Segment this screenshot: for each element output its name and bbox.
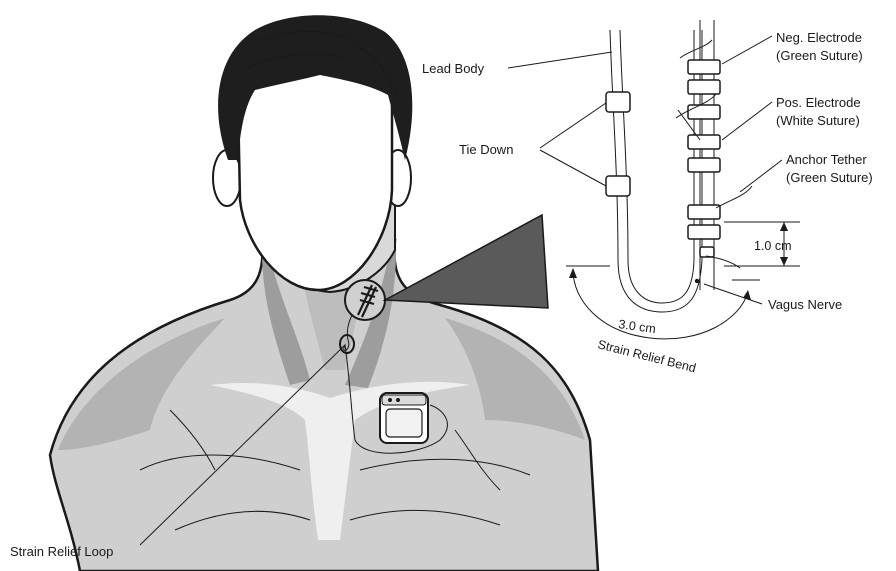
anchor-tether-label: Anchor Tether [786,152,867,167]
lead-detail: 1.0 cm 3.0 cm Strain Relief Bend [566,20,800,375]
bend-ticks [566,266,760,280]
vagus-nerve-label: Vagus Nerve [768,297,842,312]
leader-tie-down-upper [540,103,606,148]
anchor-tether-suture-label: (Green Suture) [786,170,873,185]
leader-lead-body [508,52,612,68]
lead-body-wire-inner [620,30,694,303]
leader-pos-electrode [722,102,772,140]
strain-relief-bend-label: Strain Relief Bend [596,337,697,375]
neg-electrode-suture-label: (Green Suture) [776,48,863,63]
helical-electrode-icon [688,60,720,257]
bend-arrow-left [569,268,577,278]
zoom-callout-wedge [385,215,548,308]
pos-electrode-suture-label: (White Suture) [776,113,860,128]
leader-anchor-tether [740,160,782,192]
suture-anchor [716,186,752,208]
leader-vagus-nerve [704,284,762,304]
dim-spacing-label: 1.0 cm [754,239,792,253]
lead-body-label: Lead Body [422,61,485,76]
tie-down-upper [606,92,630,112]
suture-neg [680,40,712,58]
leader-tie-down-lower [540,150,606,186]
tie-down-label: Tie Down [459,142,513,157]
leader-neg-electrode [722,36,772,64]
tie-down-lower [606,176,630,196]
nerve-dot [695,279,699,283]
dim-bend-label: 3.0 cm [618,317,657,336]
head-illustration [213,15,412,292]
dim-1cm-arrow-bottom [780,257,788,266]
bend-arc [573,270,748,339]
neg-electrode-label: Neg. Electrode [776,30,862,45]
pulse-generator-icon [380,393,428,443]
pos-electrode-label: Pos. Electrode [776,95,861,110]
dim-1cm-arrow-top [780,222,788,231]
strain-relief-loop-label: Strain Relief Loop [10,544,113,559]
